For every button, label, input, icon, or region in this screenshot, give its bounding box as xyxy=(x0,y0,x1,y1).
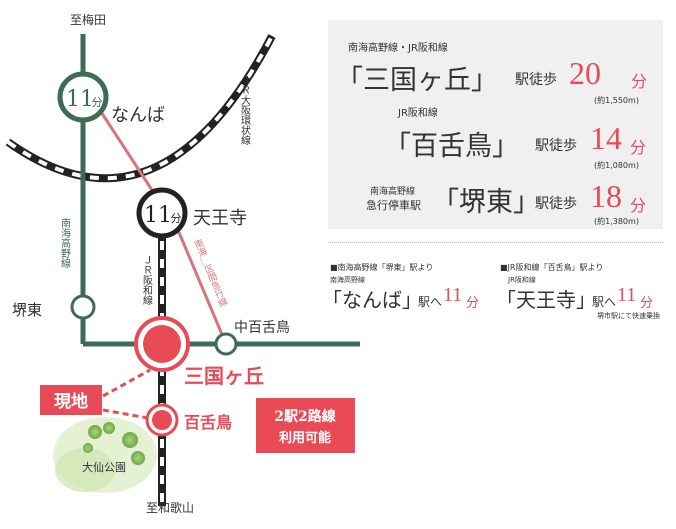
row3-station: 「堺東」 xyxy=(432,187,540,218)
tennoji-minutes: 11 xyxy=(144,203,172,228)
row3-line: 南海高野線 xyxy=(370,187,416,197)
travel-right-note: 堺市駅にて快速乗換 xyxy=(597,312,660,320)
row1-unit: 分 xyxy=(631,72,648,91)
badge-line2: 利用可能 xyxy=(279,430,331,446)
mozu-station-marker[interactable] xyxy=(145,403,179,437)
namba-minutes: 11 xyxy=(66,87,94,112)
namba-minutes-unit: 分 xyxy=(92,96,103,109)
namba-station-marker[interactable] xyxy=(57,71,109,123)
tennoji-label: 天王寺 xyxy=(193,208,247,229)
genchi-connectors xyxy=(102,368,151,420)
nakamozu-label: 中百舌鳥 xyxy=(234,320,290,336)
row2-walk: 駅徒歩 xyxy=(535,138,577,154)
access-panel xyxy=(328,20,663,229)
mikunigaoka-label: 三国ヶ丘 xyxy=(184,364,264,388)
nakamozu-station-marker[interactable] xyxy=(214,332,238,356)
travel-left-sub: 南海高野線 xyxy=(330,276,365,284)
travel-left-header: ■南海高野線「堺東」駅より xyxy=(330,263,434,272)
row3-minutes: 18 xyxy=(590,178,622,214)
panel-divider xyxy=(328,242,663,243)
row2-distance: (約1,080m) xyxy=(594,161,639,170)
travel-right-unit: 分 xyxy=(640,296,654,311)
travel-right-minutes: 11 xyxy=(617,284,637,306)
genchi-box xyxy=(40,385,102,415)
genchi-label: 現地 xyxy=(54,391,88,412)
row2-minutes: 14 xyxy=(590,120,622,156)
sakaihigashi-station-marker[interactable] xyxy=(70,294,96,320)
badge-line1: 2駅2路線 xyxy=(274,408,335,425)
nankai-koya-label: 南海高野線 xyxy=(59,217,71,268)
to-umeda-label: 至梅田 xyxy=(70,12,106,27)
tennoji-station-marker[interactable] xyxy=(136,187,188,239)
travel-right-sub: JR阪和線 xyxy=(508,276,536,284)
row2-line: JR阪和線 xyxy=(398,108,438,119)
row3-prefix: 急行停車駅 xyxy=(366,199,421,212)
row3-distance: (約1,380m) xyxy=(594,217,639,226)
to-wakayama-label: 至和歌山 xyxy=(146,500,194,515)
travel-left-station: 「なんば」 xyxy=(322,288,422,312)
namba-label: なんば xyxy=(111,105,165,126)
travel-left-suffix: 駅へ xyxy=(418,295,443,309)
mozu-label: 百舌鳥 xyxy=(184,413,232,432)
tennoji-minutes-unit: 分 xyxy=(171,212,182,225)
travel-right-header: ■JR阪和線「百舌鳥」駅より xyxy=(500,263,604,272)
row3-walk: 駅徒歩 xyxy=(535,196,577,212)
jr-hanwa-label: ＪＲ阪和線 xyxy=(141,255,153,305)
park-area xyxy=(53,417,157,493)
row2-unit: 分 xyxy=(630,138,647,157)
row1-walk: 駅徒歩 xyxy=(515,72,557,88)
row1-minutes: 20 xyxy=(569,55,601,91)
two-lines-badge xyxy=(256,398,355,453)
sakaihigashi-label: 堺東 xyxy=(12,301,42,319)
travel-right-station: 「天王寺」 xyxy=(496,288,596,312)
daisen-park-label: 大仙公園 xyxy=(82,460,126,474)
travel-left-unit: 分 xyxy=(466,296,480,311)
row2-station: 「百舌鳥」 xyxy=(384,131,519,162)
mikunigaoka-station-marker[interactable] xyxy=(134,316,190,372)
row1-distance: (約1,550m) xyxy=(594,96,639,105)
jr-loop-line xyxy=(5,34,276,183)
row3-unit: 分 xyxy=(630,196,647,215)
travel-left-minutes: 11 xyxy=(443,284,463,306)
travel-right-suffix: 駅へ xyxy=(592,295,617,309)
row1-station: 「三国ヶ丘」 xyxy=(336,65,498,96)
jr-loop-label: ＪＲ大阪環状線 xyxy=(239,75,251,145)
row1-line: 南海高野線・JR阪和線 xyxy=(348,43,448,54)
